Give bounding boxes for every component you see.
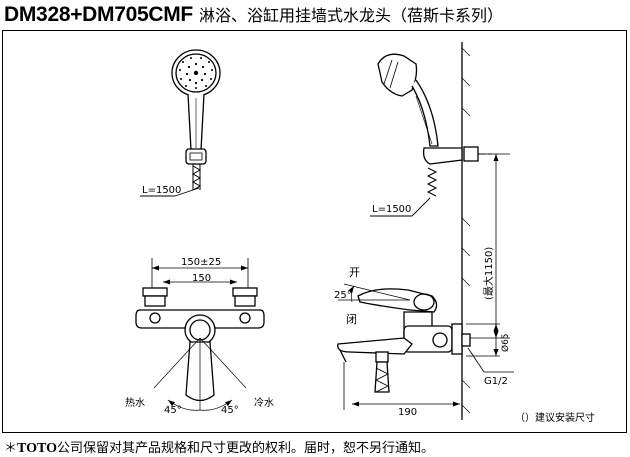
diameter-label: Ø65	[500, 333, 511, 352]
hand-shower-front	[171, 49, 221, 190]
angle-right-label: 45°	[221, 405, 239, 416]
brand-name: TOTO	[17, 441, 57, 456]
copyright-notice: ＊TOTO公司保留对其产品规格和尺寸更改的权利。届时，恕不另行通知。	[4, 437, 434, 457]
shower-nozzle-dots	[179, 57, 213, 89]
spout-length-dimension	[343, 362, 460, 410]
mixer-front-dimensions	[151, 258, 249, 290]
spacing-range-label: 150±25	[181, 257, 221, 268]
hose-length-left: L=1500	[142, 185, 181, 196]
max-height-dimension	[470, 153, 510, 339]
hand-shower-side	[377, 53, 439, 147]
open-label: 开	[349, 266, 360, 279]
spout-length-label: 190	[398, 407, 417, 418]
diverter-zigzag	[375, 367, 389, 393]
hose-zigzag-left	[191, 165, 202, 191]
close-label: 闭	[346, 313, 357, 326]
hose-leader-left	[174, 187, 200, 197]
footer-notice: 公司保留对其产品规格和尺寸更改的权利。届时，恕不另行通知。	[56, 441, 434, 456]
angle-left-label: 45°	[164, 405, 182, 416]
footer-prefix: ＊	[4, 441, 18, 456]
hose-leader-right	[411, 197, 431, 217]
hose-length-right: L=1500	[372, 204, 411, 215]
spacing-label: 150	[192, 273, 211, 284]
mixer-angle-lines	[153, 337, 247, 411]
cold-water-label: 冷水	[254, 396, 274, 409]
thread-leader	[467, 347, 485, 373]
lever-angle-lines	[338, 283, 411, 303]
max-height-label: (最大1150)	[482, 247, 495, 300]
page-title: DM328+DM705CMF 淋浴、浴缸用挂墙式水龙头（蓓斯卡系列）	[4, 2, 503, 28]
mixer-body-side	[337, 288, 471, 393]
drawing-frame	[2, 30, 627, 433]
hot-water-label: 热水	[125, 396, 145, 409]
thread-label: G1/2	[484, 376, 508, 387]
shower-holder	[422, 146, 492, 165]
model-number: DM328+DM705CMF	[4, 3, 193, 26]
lever-angle-label: 25°	[334, 290, 352, 301]
dimension-legend: （）建议安装尺寸	[515, 411, 595, 424]
diameter-dimension	[466, 323, 500, 357]
wall-hatch	[461, 47, 471, 414]
hose-zigzag-right	[426, 167, 438, 197]
product-description: 淋浴、浴缸用挂墙式水龙头（蓓斯卡系列）	[198, 6, 503, 25]
